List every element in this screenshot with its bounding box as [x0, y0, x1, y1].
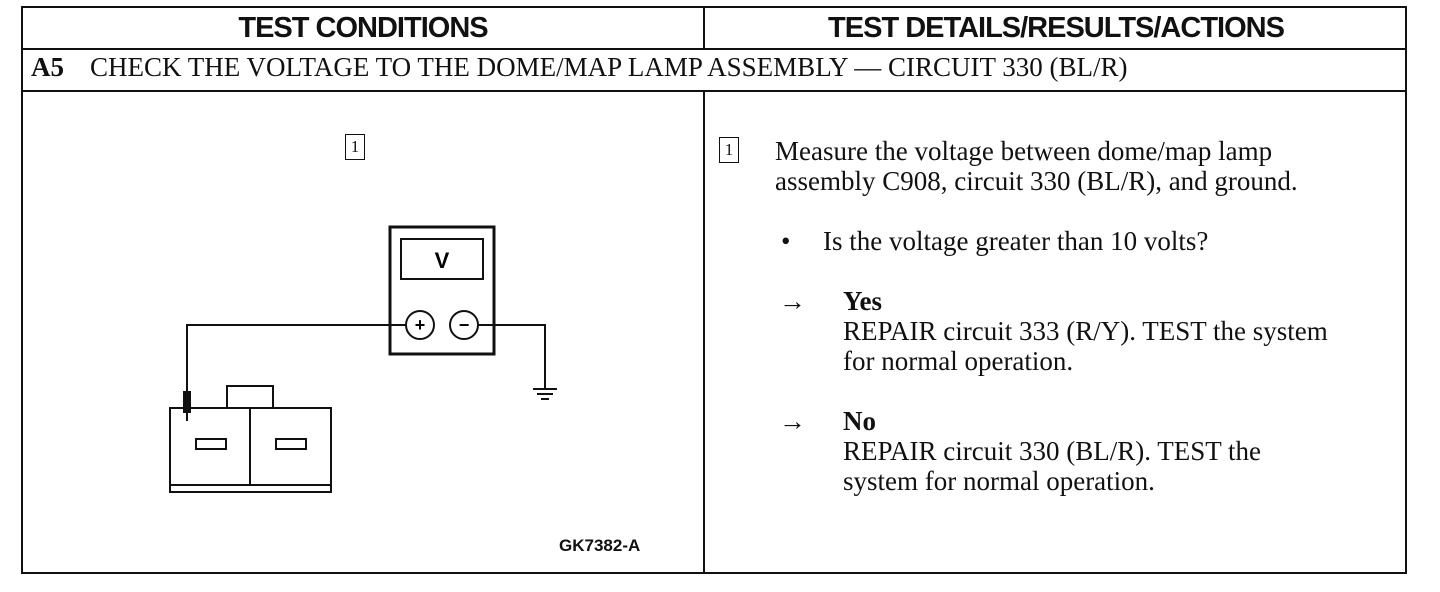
connector-pin-2: [275, 438, 307, 450]
no-arrow-icon: →: [779, 406, 806, 436]
negative-lead: [478, 324, 546, 389]
step-title-row: A5 CHECK THE VOLTAGE TO THE DOME/MAP LAMP…: [31, 52, 1127, 83]
instruction-line-2: assembly C908, circuit 330 (BL/R), and g…: [775, 166, 1298, 196]
voltmeter-label: V: [435, 248, 450, 273]
negative-sign: −: [459, 315, 470, 335]
yes-action-line-1: REPAIR circuit 333 (R/Y). TEST the syste…: [843, 316, 1328, 346]
figure-reference: GK7382-A: [559, 536, 641, 555]
connector-pin-1: [195, 438, 227, 450]
instruction-line-1: Measure the voltage between dome/map lam…: [775, 136, 1273, 166]
detail-step-marker: 1: [719, 137, 739, 163]
voltmeter-display: [400, 238, 484, 280]
condition-step-marker: 1: [345, 134, 365, 160]
yes-arrow-icon: →: [779, 286, 806, 316]
positive-sign: +: [415, 315, 426, 335]
bullet-icon: •: [781, 226, 791, 256]
voltmeter-body: [388, 225, 496, 356]
header-test-details: TEST DETAILS/RESULTS/ACTIONS: [828, 11, 1285, 44]
step-divider: [23, 90, 1405, 92]
positive-lead: [186, 324, 406, 393]
no-action-line-1: REPAIR circuit 330 (BL/R). TEST the: [843, 436, 1261, 466]
yes-label: Yes: [843, 286, 882, 316]
yes-action-line-2: for normal operation.: [843, 346, 1074, 376]
column-divider: [703, 92, 705, 572]
step-number: A5: [31, 52, 64, 82]
no-action-line-2: system for normal operation.: [843, 466, 1155, 496]
probe-tip: [183, 391, 191, 413]
step-title: CHECK THE VOLTAGE TO THE DOME/MAP LAMP A…: [90, 52, 1128, 82]
no-label: No: [843, 406, 876, 436]
connector-latch: [226, 385, 274, 409]
diagnostic-table: TEST CONDITIONS TEST DETAILS/RESULTS/ACT…: [21, 6, 1407, 574]
question-text: Is the voltage greater than 10 volts?: [823, 226, 1209, 256]
header-divider: [23, 48, 1405, 50]
header-test-conditions: TEST CONDITIONS: [23, 8, 705, 48]
voltmeter-diagram: V + −: [169, 225, 557, 493]
